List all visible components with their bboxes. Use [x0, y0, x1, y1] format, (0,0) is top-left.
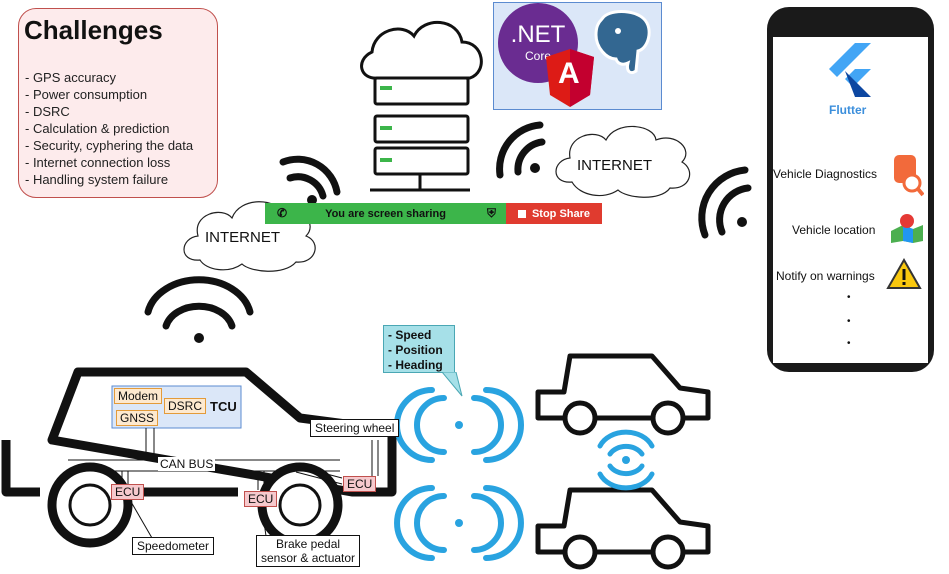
challenges-panel: Challenges - GPS accuracy - Power consum…: [18, 8, 218, 198]
tech-stack-panel: .NET Core A: [493, 2, 662, 110]
list-item: - Handling system failure: [25, 172, 169, 187]
internet-label-left: INTERNET: [205, 229, 280, 246]
phone-handset-icon: ✆: [277, 206, 288, 220]
postgresql-logo: [594, 10, 651, 75]
angular-letter: A: [558, 57, 580, 90]
brake-label-line2: sensor & actuator: [261, 551, 356, 565]
list-item: - DSRC: [25, 104, 70, 119]
broadcast-position: - Position: [388, 343, 443, 357]
dotnet-sub-text: Core: [524, 49, 551, 63]
vehicle-location-label: Vehicle location: [792, 223, 876, 237]
ellipsis-dot: •: [847, 292, 851, 303]
list-item: - Calculation & prediction: [25, 121, 170, 136]
ellipsis-dot: •: [847, 316, 851, 327]
brake-label-line1: Brake pedal: [276, 537, 341, 551]
internet-label-right: INTERNET: [577, 157, 652, 174]
list-item: - Security, cyphering the data: [25, 138, 194, 153]
challenges-list: - GPS accuracy - Power consumption - DSR…: [25, 69, 193, 188]
notify-warnings-label: Notify on warnings: [776, 269, 875, 283]
list-item: - GPS accuracy: [25, 70, 117, 85]
callout-pointer: [441, 372, 463, 397]
modem-box: Modem: [114, 388, 163, 404]
broadcast-heading: - Heading: [388, 358, 443, 372]
wifi-icon-phone: [698, 166, 752, 239]
smartphone-screen: Flutter Vehicle Diagnostics Vehicle loca…: [773, 37, 928, 363]
broadcast-data-callout: - Speed - Position - Heading: [383, 325, 455, 373]
can-bus-label: CAN BUS: [158, 457, 216, 471]
screen-share-status: ✆ You are screen sharing ⛨: [265, 203, 506, 224]
wifi-icon-car: [144, 276, 254, 343]
small-car-bottom: [535, 487, 711, 555]
small-car-top: [535, 353, 711, 421]
wifi-icon-server-left: [279, 155, 341, 205]
steering-wheel-label: Steering wheel: [310, 419, 400, 437]
diagnostics-icon: [894, 155, 924, 197]
screen-share-message: You are screen sharing: [325, 207, 446, 220]
challenges-title: Challenges: [24, 15, 163, 45]
dotnet-text: .NET: [510, 21, 566, 48]
screen-share-bar: ✆ You are screen sharing ⛨ Stop Share: [265, 203, 602, 224]
speedometer-label: Speedometer: [132, 537, 215, 555]
internet-cloud-right: [555, 125, 691, 198]
wifi-icon-server-right: [496, 121, 546, 179]
tcu-label: TCU: [210, 399, 237, 414]
stop-share-button[interactable]: Stop Share: [506, 203, 602, 224]
vehicle-diagnostics-label: Vehicle Diagnostics: [773, 167, 878, 181]
angular-logo: [546, 49, 594, 107]
dsrc-box: DSRC: [164, 398, 207, 414]
ecu-box: ECU: [244, 491, 278, 507]
broadcast-speed: - Speed: [388, 328, 432, 342]
list-item: - Internet connection loss: [25, 155, 171, 170]
flutter-logo: [829, 43, 871, 97]
shield-check-icon: ⛨: [486, 206, 496, 220]
v2v-waves: [597, 429, 655, 491]
flutter-logo-text: Flutter: [829, 103, 867, 117]
ecu-box: ECU: [111, 484, 145, 500]
warning-icon: [886, 258, 922, 289]
stop-share-label: Stop Share: [531, 207, 591, 220]
brake-pedal-label: Brake pedal sensor & actuator: [256, 535, 361, 567]
broadcast-waves-upper: [394, 387, 524, 463]
broadcast-waves-lower: [394, 485, 524, 561]
list-item: - Power consumption: [25, 87, 148, 102]
server-icon: [360, 20, 483, 192]
gnss-box: GNSS: [116, 410, 159, 426]
ellipsis-dot: •: [847, 338, 851, 349]
ecu-box: ECU: [343, 476, 377, 492]
map-pin-icon: [891, 214, 923, 243]
stop-icon: [517, 209, 526, 218]
vehicle-diagram: [1, 367, 397, 497]
